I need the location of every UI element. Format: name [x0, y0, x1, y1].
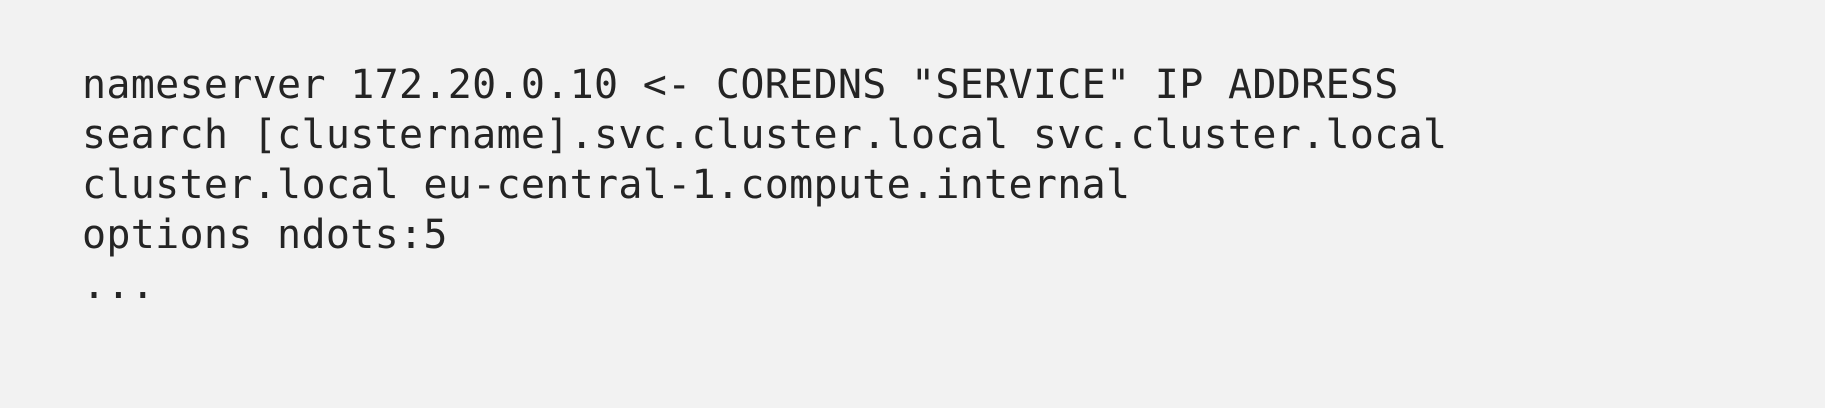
code-line-search: search [clustername].svc.cluster.local s…	[82, 112, 1448, 158]
code-line-options: options ndots:5	[82, 212, 448, 258]
code-line-ellipsis: ...	[82, 262, 156, 308]
code-line-search-continued: cluster.local eu-central-1.compute.inter…	[82, 162, 1131, 208]
code-line-nameserver: nameserver 172.20.0.10 <- COREDNS "SERVI…	[82, 62, 1399, 108]
